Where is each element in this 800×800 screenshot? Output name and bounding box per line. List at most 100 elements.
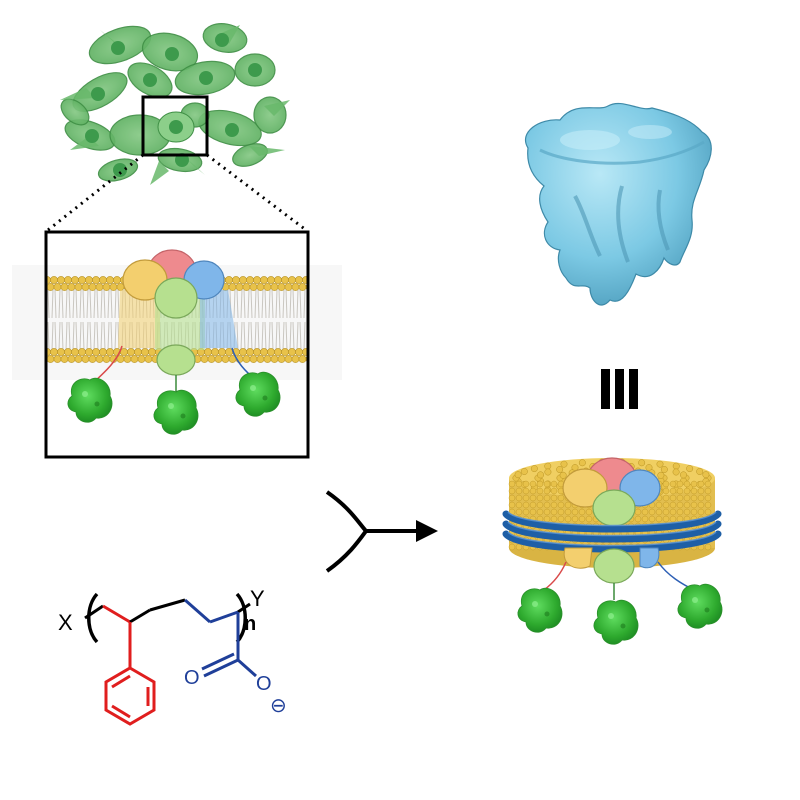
lipid-head — [536, 508, 544, 516]
lipid-head — [78, 348, 86, 356]
lipid-head — [634, 508, 642, 516]
lipid-head — [249, 283, 258, 291]
lipid-head — [256, 355, 265, 363]
cell-protrusion — [249, 146, 285, 156]
lipid-tail — [296, 289, 299, 319]
lipid-head — [522, 508, 530, 516]
lipid-head — [544, 462, 552, 470]
lipid-tail — [299, 289, 302, 319]
lipid-head — [148, 348, 156, 356]
lipid-head — [92, 276, 100, 284]
lipid-head — [676, 508, 684, 516]
lipid-head — [298, 355, 307, 363]
lipid-head — [67, 283, 76, 291]
lipid-head — [683, 487, 691, 495]
lipid-tail — [75, 321, 78, 351]
cell-nucleus — [215, 33, 229, 47]
lipid-head — [57, 348, 65, 356]
lipid-head — [543, 494, 551, 502]
lipid-head — [564, 501, 572, 509]
zoom-selection-box — [141, 95, 209, 157]
lipid-tail — [96, 321, 99, 351]
cell-protrusion — [150, 161, 169, 185]
gfp-tag — [153, 389, 199, 435]
lipid-head — [291, 355, 300, 363]
lipid-head — [508, 543, 516, 551]
lipid-head — [281, 276, 289, 284]
lipid-head — [515, 501, 523, 509]
lipid-tail — [110, 321, 113, 351]
lipid-tail — [292, 321, 295, 351]
ester-oxygen-label: O — [256, 673, 272, 695]
cryo-em-density-icon — [525, 102, 712, 306]
lipid-tail — [86, 321, 89, 351]
lipid-head — [550, 508, 558, 516]
lipid-head — [74, 283, 83, 291]
lipid-head — [514, 471, 522, 479]
lipid-head — [564, 515, 572, 523]
lipid-head — [242, 283, 251, 291]
lipid-tail — [65, 289, 68, 319]
lipid-tail — [282, 289, 285, 319]
lipid-head — [515, 487, 523, 495]
lipid-tail — [289, 321, 292, 351]
lipid-tail — [250, 321, 253, 351]
lipid-head — [200, 355, 209, 363]
lipid-head — [690, 480, 698, 488]
lipid-head — [232, 276, 240, 284]
lipid-head — [683, 494, 691, 502]
lipid-head — [515, 494, 523, 502]
lipid-head — [263, 283, 272, 291]
lipid-head — [529, 508, 537, 516]
lipid-head — [270, 283, 279, 291]
lipid-head — [578, 515, 586, 523]
lipid-head — [704, 480, 712, 488]
x-end-label: X — [58, 610, 73, 635]
lipid-head — [669, 501, 677, 509]
lipid-head — [585, 515, 593, 523]
lipid-head — [102, 283, 111, 291]
lipid-tail — [254, 321, 257, 351]
lipid-tail — [61, 321, 64, 351]
cell-nucleus — [199, 71, 213, 85]
benzene-ring — [104, 666, 156, 726]
lipid-head — [67, 355, 76, 363]
lipid-head — [656, 460, 664, 468]
lipid-head — [529, 494, 537, 502]
cell-protrusion — [60, 88, 96, 100]
lipid-head — [662, 508, 670, 516]
msp-belt — [502, 520, 722, 543]
lipid-head — [686, 465, 694, 473]
lipid-head — [645, 464, 653, 472]
lipid-tail — [236, 289, 239, 319]
lipid-head — [134, 348, 142, 356]
lipid-tail — [54, 321, 57, 351]
lipid-head — [537, 471, 544, 479]
lipid-head — [270, 355, 279, 363]
lipid-tail — [233, 289, 236, 319]
lipid-head — [638, 459, 646, 467]
gfp-shade — [94, 401, 100, 407]
lipid-head — [74, 355, 83, 363]
lipid-head — [81, 283, 90, 291]
lipid-head — [109, 283, 118, 291]
lipid-head — [130, 355, 139, 363]
lipid-head — [696, 468, 704, 475]
lipid-head — [550, 515, 558, 523]
lipid-tail — [82, 289, 85, 319]
gfp-tag — [593, 599, 639, 645]
zoom-line-right — [206, 153, 307, 232]
cell-nucleus — [85, 129, 99, 143]
lipid-head — [564, 508, 572, 516]
lipid-tail — [250, 289, 253, 319]
lipid-head — [544, 468, 552, 476]
lipid-tail — [68, 289, 71, 319]
lipid-tail — [93, 321, 96, 351]
lipid-tail — [93, 289, 96, 319]
lipid-head — [214, 355, 223, 363]
lipid-tail — [292, 289, 295, 319]
lipid-tail — [247, 289, 250, 319]
lipid-head — [218, 348, 226, 356]
lipid-head — [141, 348, 149, 356]
